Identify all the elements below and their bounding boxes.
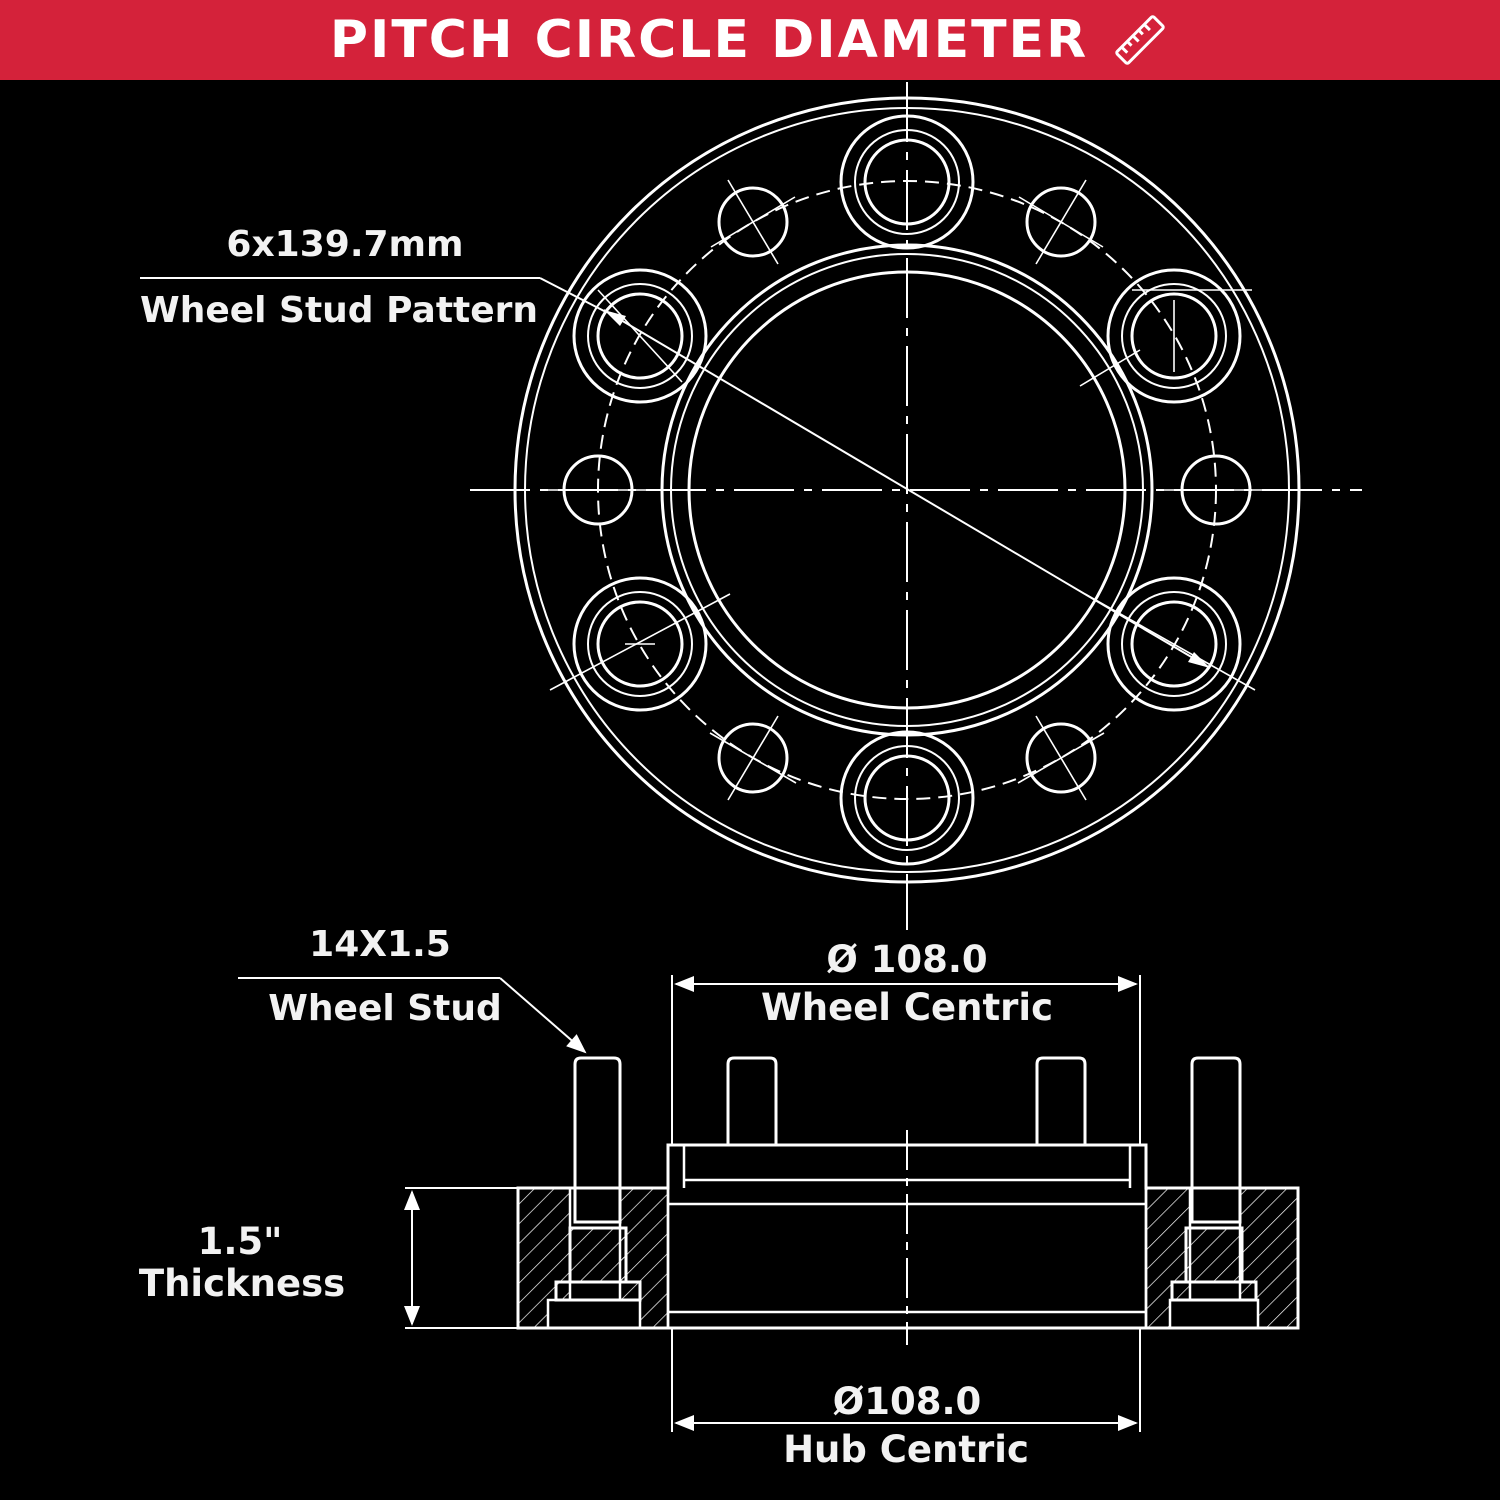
front-view: [140, 82, 1362, 930]
hatched-section-left: [516, 1186, 572, 1330]
wheel-stud-leader-diagonal: [499, 977, 587, 1054]
page-title: PITCH CIRCLE DIAMETER: [329, 10, 1089, 70]
stud-left-inner: [726, 1056, 778, 1147]
hub-centric-label: Hub Centric: [783, 1428, 1029, 1471]
center-lines: [470, 82, 1362, 930]
wheel-stud-value: 14X1.5: [309, 924, 451, 965]
stud-hole: [839, 730, 975, 866]
wheel-centric-label: Wheel Centric: [760, 986, 1054, 1029]
stud-left-knurl: [568, 1226, 628, 1284]
stud-right-outer: [1190, 1056, 1242, 1224]
side-view: [238, 975, 1300, 1432]
stud-right-knurl: [1184, 1226, 1244, 1284]
hole-center-marks: [545, 179, 1269, 801]
stud-holes: [572, 114, 1242, 866]
pitch-diameter-line: [603, 309, 1211, 669]
hatched-section-right: [1144, 1186, 1192, 1330]
small-hole: [717, 722, 789, 794]
stud-right-inner: [1035, 1056, 1087, 1147]
small-hole: [717, 186, 789, 258]
stud-pattern-value: 6x139.7mm: [226, 224, 464, 265]
stud-left-outer: [573, 1056, 622, 1224]
center-bore-outer: [660, 243, 1154, 737]
stud-left-head: [554, 1280, 642, 1302]
stud-pattern-leader-diagonal: [539, 277, 607, 313]
hatched-section-right-inner: [1238, 1186, 1300, 1330]
hub-centric-value: Ø108.0: [832, 1380, 982, 1423]
pitch-leader-arrow-start: [604, 310, 626, 326]
stud-hole: [839, 114, 975, 250]
wheel-stud-label: Wheel Stud: [268, 988, 502, 1029]
small-hole: [1025, 722, 1097, 794]
stud-hole: [572, 268, 708, 404]
center-bore-inner: [687, 270, 1127, 710]
outer-ring: [513, 96, 1301, 884]
stud-hole: [572, 576, 708, 712]
thickness-value: 1.5": [197, 1220, 283, 1263]
small-hole: [1025, 186, 1097, 258]
wheel-centric-value: Ø 108.0: [826, 938, 988, 981]
side-studs: [554, 1056, 1258, 1302]
stud-hole: [1106, 576, 1242, 712]
stud-hole: [1106, 268, 1242, 404]
thickness-label: Thickness: [138, 1262, 346, 1305]
stud-pattern-label: Wheel Stud Pattern: [140, 290, 539, 331]
pitch-leader-arrow-end: [1188, 652, 1210, 668]
header-banner: PITCH CIRCLE DIAMETER: [0, 0, 1500, 80]
technical-drawing: [140, 82, 1362, 1432]
ruler-icon: [1115, 15, 1165, 65]
stud-right-head: [1170, 1280, 1258, 1302]
outer-ring-inner: [524, 107, 1290, 873]
center-bore-mid: [670, 253, 1144, 727]
